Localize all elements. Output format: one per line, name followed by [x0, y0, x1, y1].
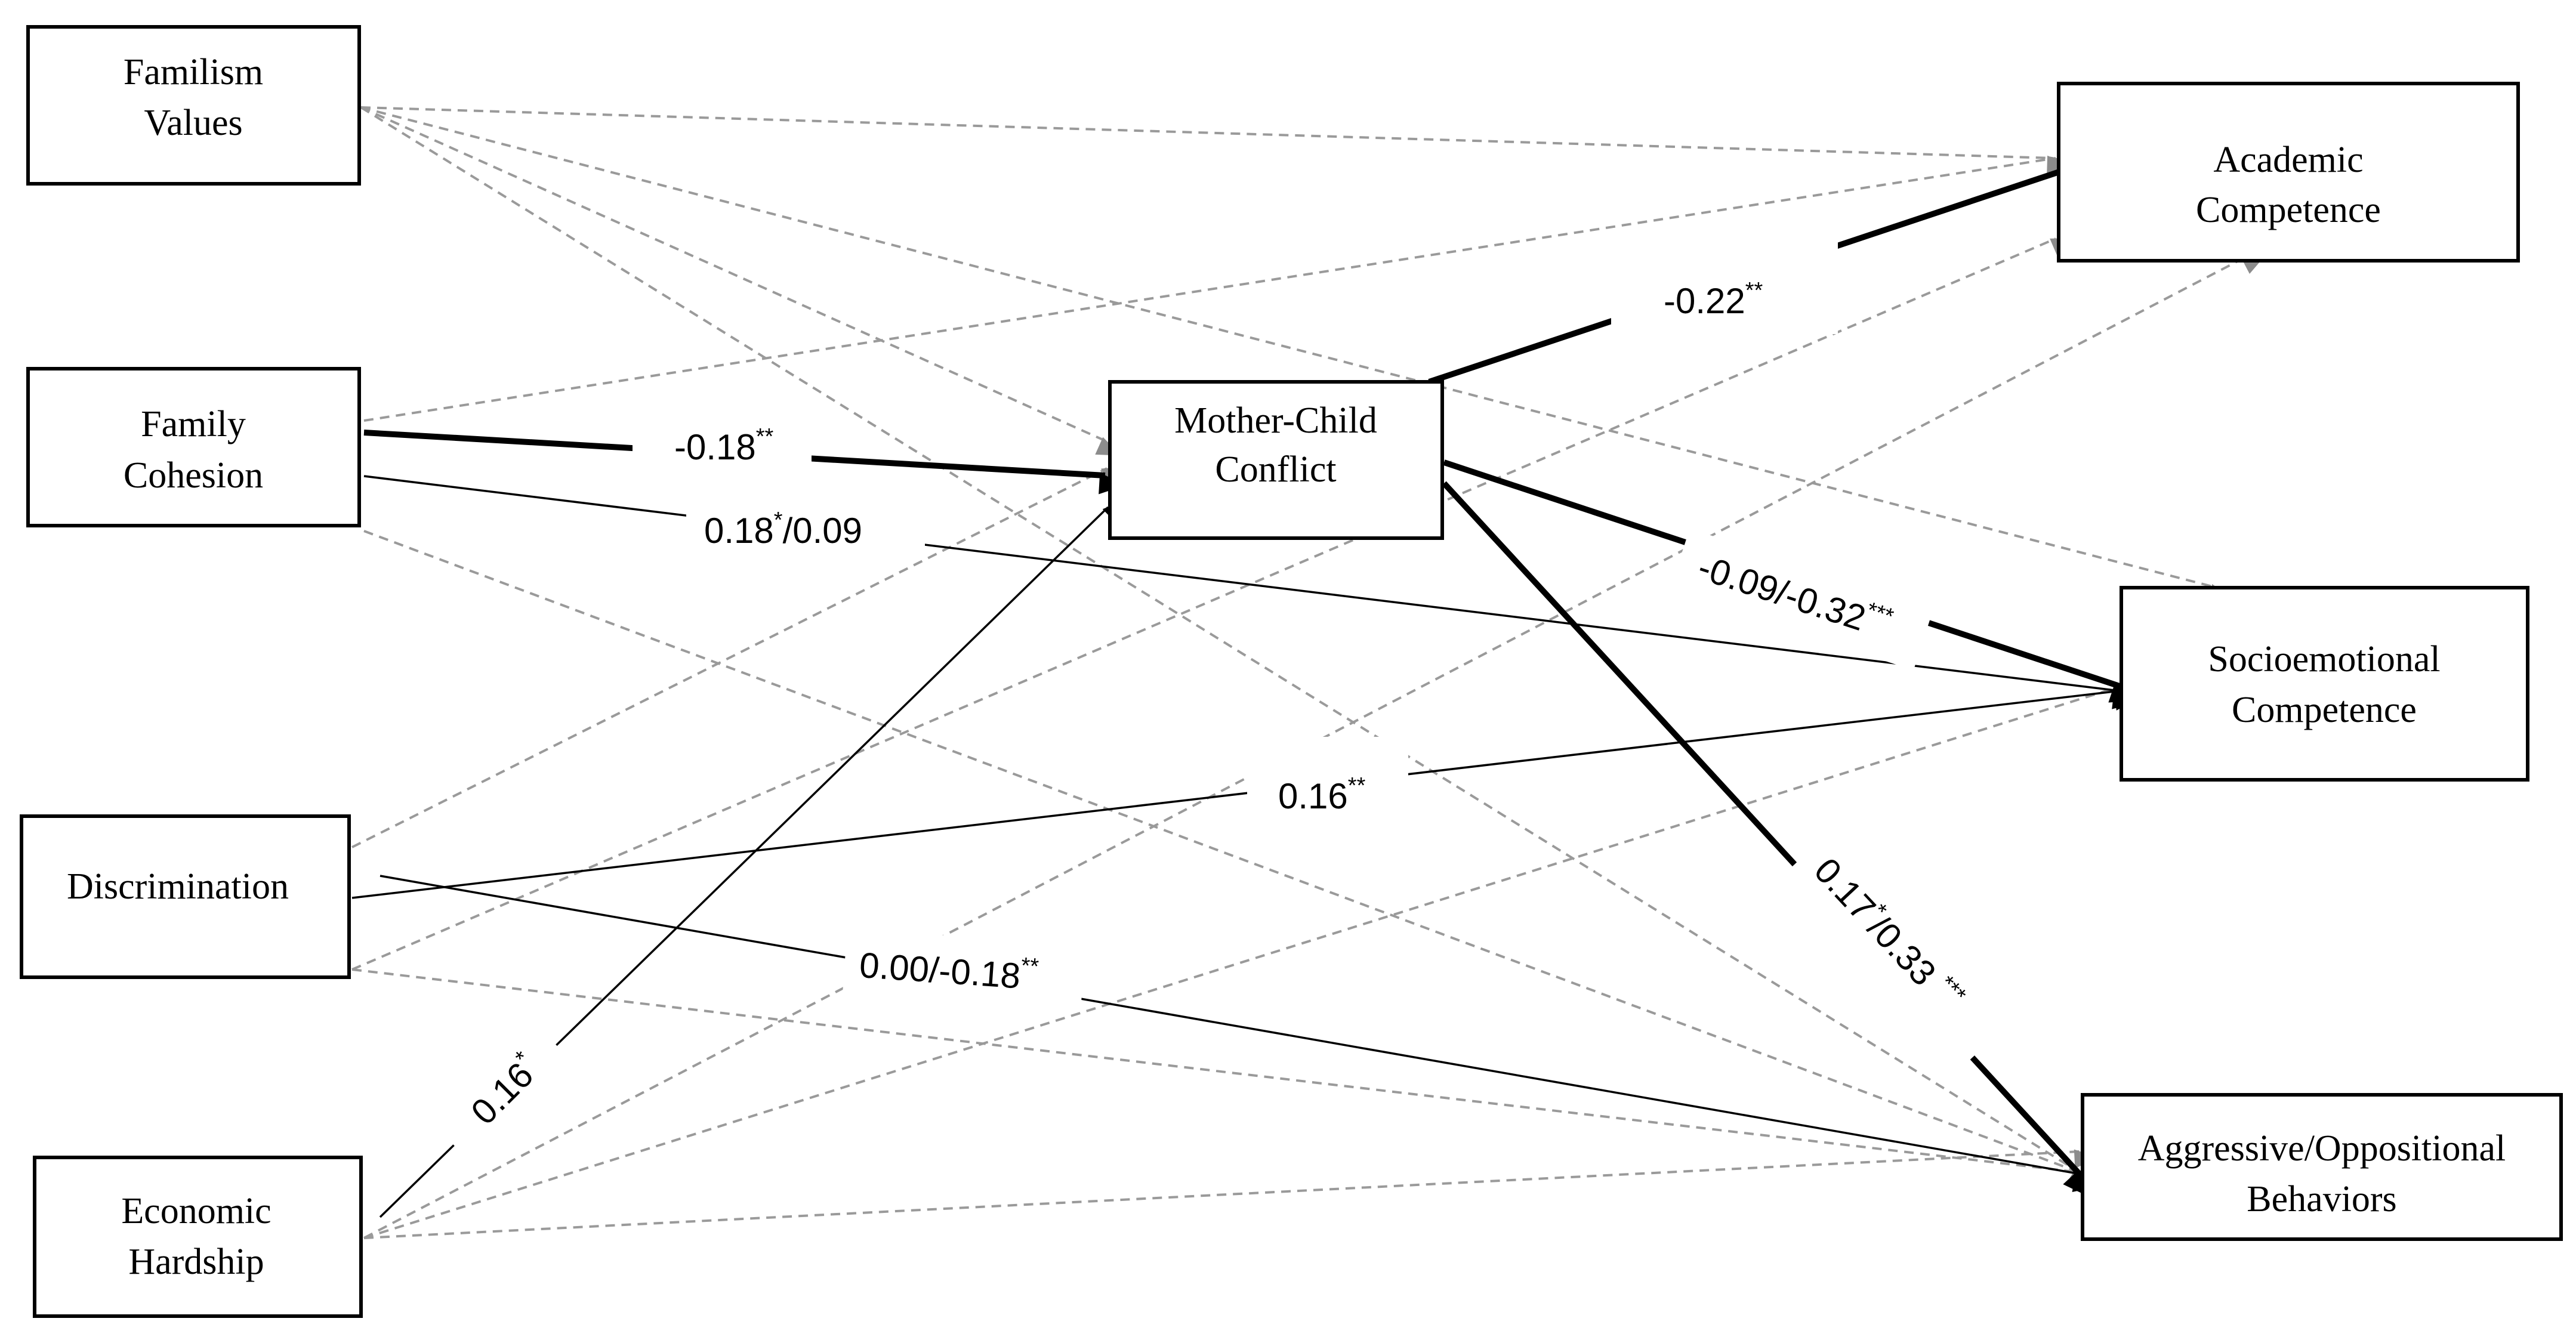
coefficient-label: 0.16**: [1278, 773, 1366, 816]
node-label-line: Socioemotional: [2208, 639, 2440, 680]
node-label-line: Cohesion: [124, 455, 263, 496]
coefficient-value: -0.22: [1664, 281, 1745, 321]
node-label-line: Behaviors: [2247, 1179, 2396, 1219]
node-family-cohesion: Family Cohesion: [26, 367, 361, 527]
nonsignificant-paths: [351, 106, 2267, 1239]
coefficient-value: 0.16: [1278, 776, 1348, 816]
node-label-line: Hardship: [128, 1242, 264, 1282]
path-discrimination-aggressive: [380, 875, 2101, 1192]
path-hardship-aggressive: [363, 1149, 2099, 1239]
coefficient-conflict-socio: -0.09/-0.32***: [1669, 528, 1934, 671]
node-discrimination: Discrimination: [20, 814, 351, 979]
path-conflict-aggressive: [1442, 481, 2090, 1197]
path-cohesion-socio: [363, 475, 2140, 709]
node-label-line: Familism: [124, 52, 263, 92]
node-economic-hardship: Economic Hardship: [33, 1156, 363, 1318]
node-aggressive-oppositional-behaviors: Aggressive/Oppositional Behaviors: [2081, 1093, 2563, 1241]
path-hardship-socio: [363, 685, 2142, 1239]
node-label-line: Aggressive/Oppositional: [2138, 1128, 2506, 1169]
node-label-line: Discrimination: [67, 866, 289, 907]
node-mother-child-conflict: Mother-Child Conflict: [1108, 380, 1444, 540]
path-cohesion-academic: [363, 156, 2075, 422]
path-discrimination-academic: [351, 237, 2076, 971]
path-familism-socio: [360, 106, 2233, 603]
node-label-line: Academic: [2213, 140, 2363, 180]
node-label-line: Economic: [121, 1191, 271, 1231]
node-label-line: Family: [141, 404, 246, 444]
node-familism-values: Familism Values: [26, 25, 361, 186]
node-academic-competence: Academic Competence: [2057, 82, 2520, 263]
coefficient-value-second: /0.09: [783, 511, 862, 551]
coefficient-value: -0.18: [674, 427, 756, 467]
node-label-line: Competence: [2232, 690, 2417, 730]
coefficient-hardship-conflict: 0.16*: [429, 1019, 577, 1167]
coefficient-label: -0.22**: [1664, 278, 1763, 321]
path-discrimination-socio: [351, 689, 2142, 899]
path-familism-conflict: [360, 106, 1121, 456]
node-label-line: Conflict: [1215, 449, 1336, 490]
coefficient-conflict-aggressive: 0.17*/0.33 ***: [1785, 828, 2012, 1066]
coefficient-cohesion-conflict: -0.18**: [633, 412, 812, 471]
coefficient-discrimination-aggressive: 0.00/-0.18**: [842, 928, 1085, 1011]
coefficient-discrimination-socio: 0.16**: [1247, 737, 1408, 816]
significant-thick-paths: [363, 167, 2137, 1197]
path-familism-academic: [360, 106, 2071, 175]
coefficient-label: -0.18**: [674, 424, 774, 467]
path-familism-aggressive: [360, 106, 2092, 1188]
node-socioemotional-competence: Socioemotional Competence: [2120, 586, 2529, 782]
significance-stars: *: [774, 508, 783, 533]
path-discrimination-conflict: [351, 466, 1127, 848]
node-label-line: Values: [144, 103, 242, 143]
significance-stars: **: [1020, 953, 1040, 980]
node-label-line: Competence: [2196, 190, 2381, 230]
coefficient-label: 0.17*/0.33 ***: [1807, 848, 1971, 1020]
significance-stars: **: [756, 424, 774, 449]
coefficient-conflict-academic: -0.22**: [1611, 239, 1838, 334]
path-discrimination-aggressive-dashed: [351, 968, 2097, 1188]
coefficient-value: 0.18: [704, 511, 774, 551]
node-label-line: Mother-Child: [1174, 400, 1377, 441]
significance-stars: **: [1348, 773, 1366, 798]
coefficient-cohesion-socio: 0.18*/0.09: [686, 498, 925, 558]
significance-stars: **: [1745, 278, 1763, 303]
coefficient-label: 0.18*/0.09: [704, 508, 862, 551]
